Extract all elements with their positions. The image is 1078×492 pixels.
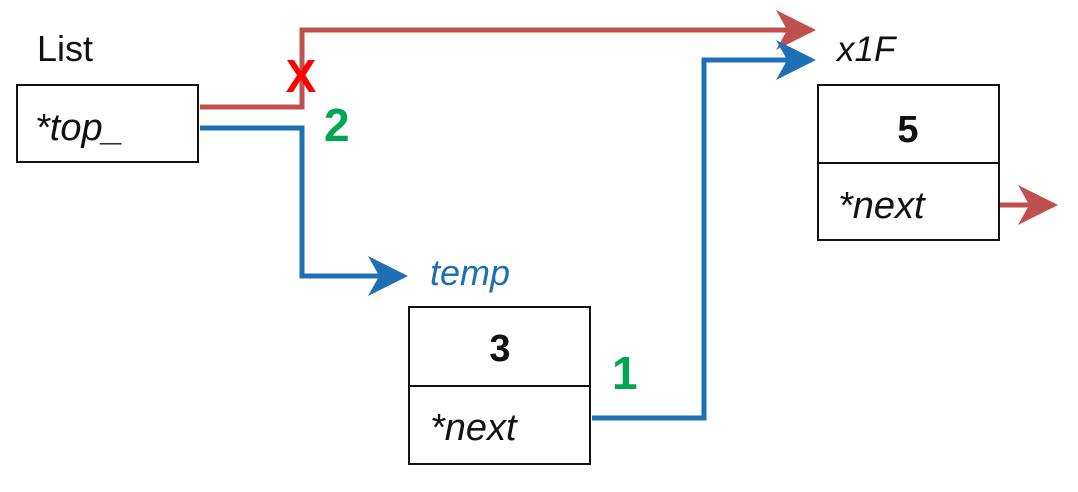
node-5-next-box bbox=[817, 162, 1000, 241]
links-layer bbox=[200, 10, 1058, 421]
node-5-value: 5 bbox=[897, 109, 918, 151]
list-top-box bbox=[16, 84, 199, 163]
step-1-number: 1 bbox=[612, 347, 638, 399]
node-3-next-label: *next bbox=[430, 407, 518, 449]
temp-next-to-x1f-arrow bbox=[592, 40, 816, 421]
old-top-link-arrow bbox=[200, 10, 816, 110]
step-2-number: 2 bbox=[324, 99, 350, 151]
temp-label: temp bbox=[430, 252, 510, 293]
new-top-to-temp-arrow bbox=[200, 125, 408, 296]
top-pointer-label: *top_ bbox=[35, 107, 124, 149]
removed-link-mark: X bbox=[286, 50, 317, 102]
list-title: List bbox=[37, 28, 93, 69]
text-layer: List *top_ x1F temp 5 *next 3 *next X 2 … bbox=[35, 28, 926, 449]
node-3-value-box bbox=[408, 306, 591, 387]
node-3-next-box bbox=[408, 385, 591, 465]
node-address-label: x1F bbox=[835, 30, 898, 69]
node-3-value: 3 bbox=[489, 328, 510, 370]
node-5-next-label: *next bbox=[838, 185, 926, 227]
boxes-layer bbox=[16, 84, 1000, 465]
